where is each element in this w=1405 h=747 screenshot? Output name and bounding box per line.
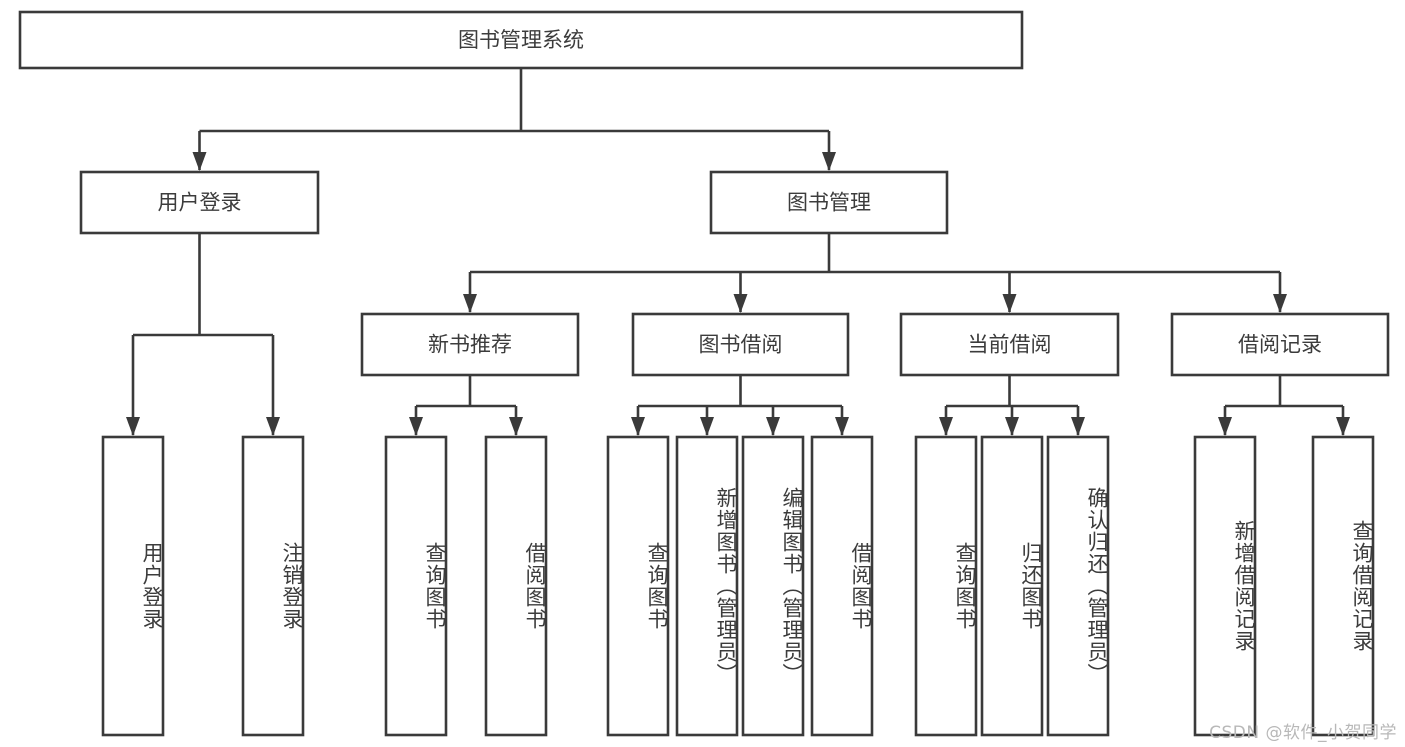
node-leaf-return-book[interactable]: [980, 435, 1044, 737]
node-leaf-query-book-1[interactable]: [384, 435, 448, 737]
node-box[interactable]: [360, 312, 580, 377]
arrow-head: [1002, 294, 1017, 313]
node-box[interactable]: [606, 435, 670, 737]
node-box[interactable]: [1193, 435, 1257, 737]
node-box[interactable]: [980, 435, 1044, 737]
node-leaf-logout[interactable]: [241, 435, 305, 737]
arrow-head: [631, 417, 645, 436]
node-label: 图书管理: [787, 191, 871, 215]
node-borrow-record[interactable]: 借阅记录: [1170, 312, 1390, 377]
node-box[interactable]: [1311, 435, 1375, 737]
arrow-head: [1071, 417, 1085, 436]
node-label: 图书借阅: [699, 333, 783, 357]
node-root[interactable]: 图书管理系统: [18, 10, 1024, 70]
node-label: 当前借阅: [968, 333, 1052, 357]
node-label: 借阅记录: [1238, 333, 1322, 357]
node-box[interactable]: [241, 435, 305, 737]
arrow-head: [1336, 417, 1350, 436]
arrow-head: [939, 417, 953, 436]
node-book-borrow[interactable]: 图书借阅: [631, 312, 850, 377]
node-new-book-rec[interactable]: 新书推荐: [360, 312, 580, 377]
node-box[interactable]: [899, 312, 1120, 377]
node-box[interactable]: [810, 435, 874, 737]
arrow-head: [126, 417, 140, 436]
arrow-head: [733, 294, 748, 313]
node-leaf-query-book-3[interactable]: [914, 435, 978, 737]
arrow-head: [509, 417, 523, 436]
node-box[interactable]: [1046, 435, 1110, 737]
node-box[interactable]: [675, 435, 739, 737]
node-label: 新书推荐: [428, 333, 512, 357]
arrow-head: [1005, 417, 1019, 436]
arrow-head: [766, 417, 780, 436]
arrow-head: [266, 417, 280, 436]
node-box[interactable]: [1170, 312, 1390, 377]
node-leaf-user-login[interactable]: [101, 435, 165, 737]
node-leaf-query-book-2[interactable]: [606, 435, 670, 737]
node-leaf-borrow-book-2[interactable]: [810, 435, 874, 737]
arrow-head: [1273, 294, 1287, 313]
watermark-text: CSDN @软件_小贺同学: [1209, 723, 1397, 743]
node-book-manage[interactable]: 图书管理: [709, 170, 949, 235]
node-leaf-query-record[interactable]: [1311, 435, 1375, 737]
arrow-head: [835, 417, 849, 436]
node-leaf-edit-book[interactable]: [741, 435, 805, 737]
arrow-head: [700, 417, 714, 436]
node-current-borrow[interactable]: 当前借阅: [899, 312, 1120, 377]
arrow-head: [409, 417, 423, 436]
node-box[interactable]: [709, 170, 949, 235]
node-box[interactable]: [741, 435, 805, 737]
node-label: 用户登录: [158, 191, 242, 215]
node-box[interactable]: [79, 170, 320, 235]
node-user-login[interactable]: 用户登录: [79, 170, 320, 235]
node-box[interactable]: [484, 435, 548, 737]
node-box[interactable]: [101, 435, 165, 737]
arrow-head: [1218, 417, 1232, 436]
node-leaf-add-record[interactable]: [1193, 435, 1257, 737]
node-box[interactable]: [914, 435, 978, 737]
arrow-head: [192, 152, 207, 171]
node-box[interactable]: [631, 312, 850, 377]
arrow-head: [822, 152, 836, 171]
arrow-head: [463, 294, 477, 313]
node-leaf-add-book[interactable]: [675, 435, 739, 737]
node-label: 图书管理系统: [458, 28, 584, 52]
node-leaf-borrow-book-1[interactable]: [484, 435, 548, 737]
node-box[interactable]: [18, 10, 1024, 70]
node-box[interactable]: [384, 435, 448, 737]
node-leaf-confirm-return[interactable]: [1046, 435, 1110, 737]
